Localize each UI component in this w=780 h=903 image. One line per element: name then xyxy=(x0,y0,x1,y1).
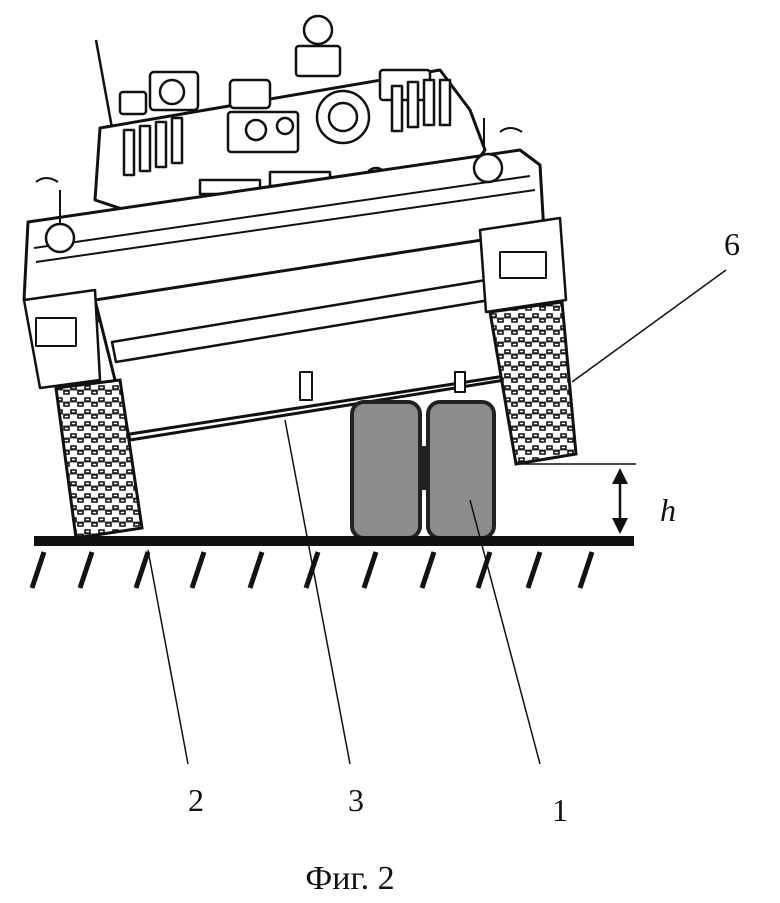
callout-2: 2 xyxy=(188,784,204,816)
antenna xyxy=(96,40,112,128)
callout-3: 3 xyxy=(348,784,364,816)
figure-caption: Фиг. 2 xyxy=(0,860,700,898)
leader-6 xyxy=(572,270,726,382)
callout-1: 1 xyxy=(552,794,568,826)
support-block-right xyxy=(428,402,494,538)
ground xyxy=(32,536,634,588)
right-track xyxy=(490,302,576,464)
leader-3 xyxy=(285,420,350,764)
height-dimension xyxy=(520,464,636,534)
tank-drawing xyxy=(24,16,566,440)
callout-6: 6 xyxy=(724,228,740,260)
support-block xyxy=(352,402,494,538)
leader-2 xyxy=(148,550,188,764)
support-block-left xyxy=(352,402,420,538)
callout-h: h xyxy=(660,494,676,526)
support-block-bridge xyxy=(418,446,430,490)
